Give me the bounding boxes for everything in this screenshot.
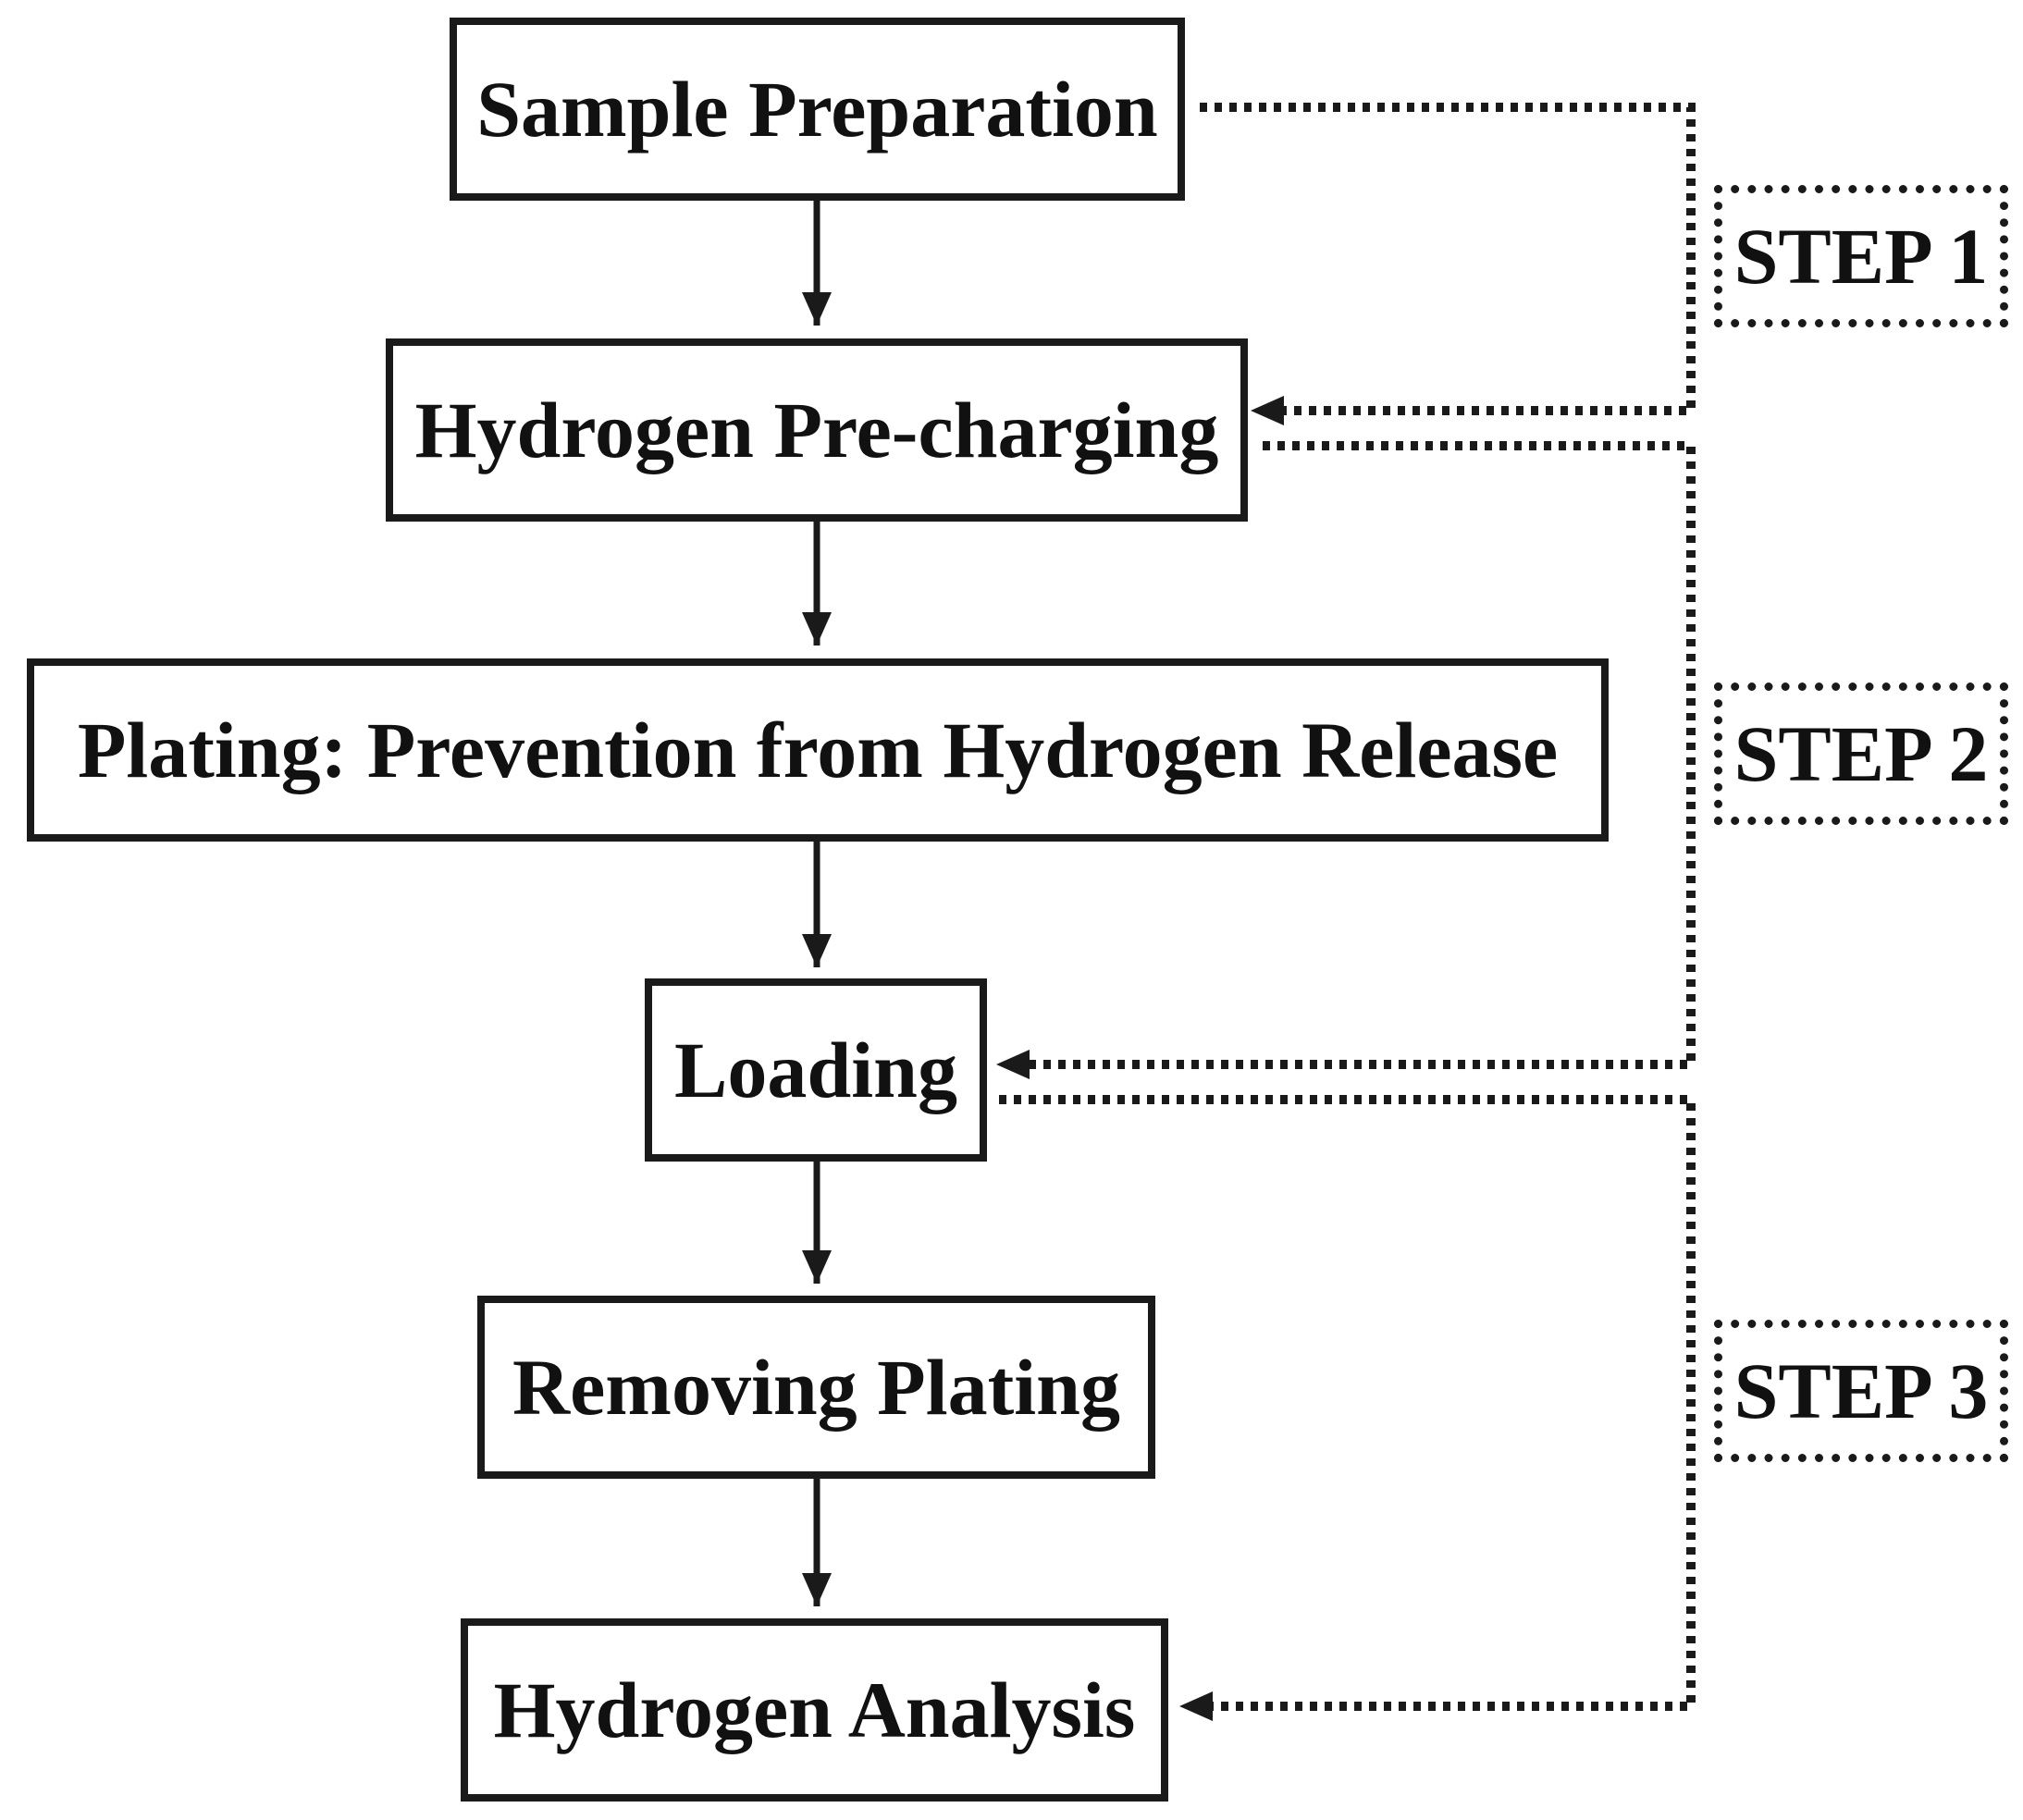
removing-plating-label: Removing Plating xyxy=(512,1343,1120,1432)
arrowhead-step2-to-loading xyxy=(996,1050,1030,1079)
step-2-label: STEP 2 xyxy=(1733,709,1989,798)
step2-bracket xyxy=(1018,441,1696,1069)
hydrogen-analysis-box: Hydrogen Analysis xyxy=(461,1618,1168,1802)
sample-preparation-label: Sample Preparation xyxy=(476,65,1158,154)
hydrogen-precharging-label: Hydrogen Pre-charging xyxy=(414,386,1219,474)
plating-box: Plating: Prevention from Hydrogen Releas… xyxy=(27,658,1609,842)
arrowhead-step3-to-analysis xyxy=(1179,1691,1213,1721)
sample-preparation-box: Sample Preparation xyxy=(450,18,1185,201)
dotted-connectors xyxy=(999,103,1696,1711)
step-1-label: STEP 1 xyxy=(1733,212,1989,301)
solid-arrows xyxy=(802,201,832,1606)
step-2-label-box: STEP 2 xyxy=(1714,682,2008,825)
step-1-label-box: STEP 1 xyxy=(1714,185,2008,327)
arrowhead-step1-to-precharge xyxy=(1251,396,1284,425)
loading-box: Loading xyxy=(645,978,987,1162)
step-3-label-box: STEP 3 xyxy=(1714,1320,2008,1462)
step-3-label: STEP 3 xyxy=(1733,1347,1989,1435)
arrowhead-loading-to-removing xyxy=(802,1250,832,1284)
arrowhead-sample-to-precharge xyxy=(802,292,832,326)
step1-bracket xyxy=(1200,103,1696,415)
arrowhead-plating-to-loading xyxy=(802,934,832,967)
step3-bracket xyxy=(999,1095,1696,1711)
arrowhead-precharge-to-plating xyxy=(802,612,832,646)
removing-plating-box: Removing Plating xyxy=(477,1296,1155,1479)
plating-label: Plating: Prevention from Hydrogen Releas… xyxy=(77,706,1559,794)
hydrogen-analysis-label: Hydrogen Analysis xyxy=(493,1666,1136,1754)
hydrogen-precharging-box: Hydrogen Pre-charging xyxy=(386,338,1248,522)
loading-label: Loading xyxy=(674,1026,957,1114)
arrowhead-removing-to-analysis xyxy=(802,1573,832,1606)
dotted-arrowheads xyxy=(996,396,1284,1721)
